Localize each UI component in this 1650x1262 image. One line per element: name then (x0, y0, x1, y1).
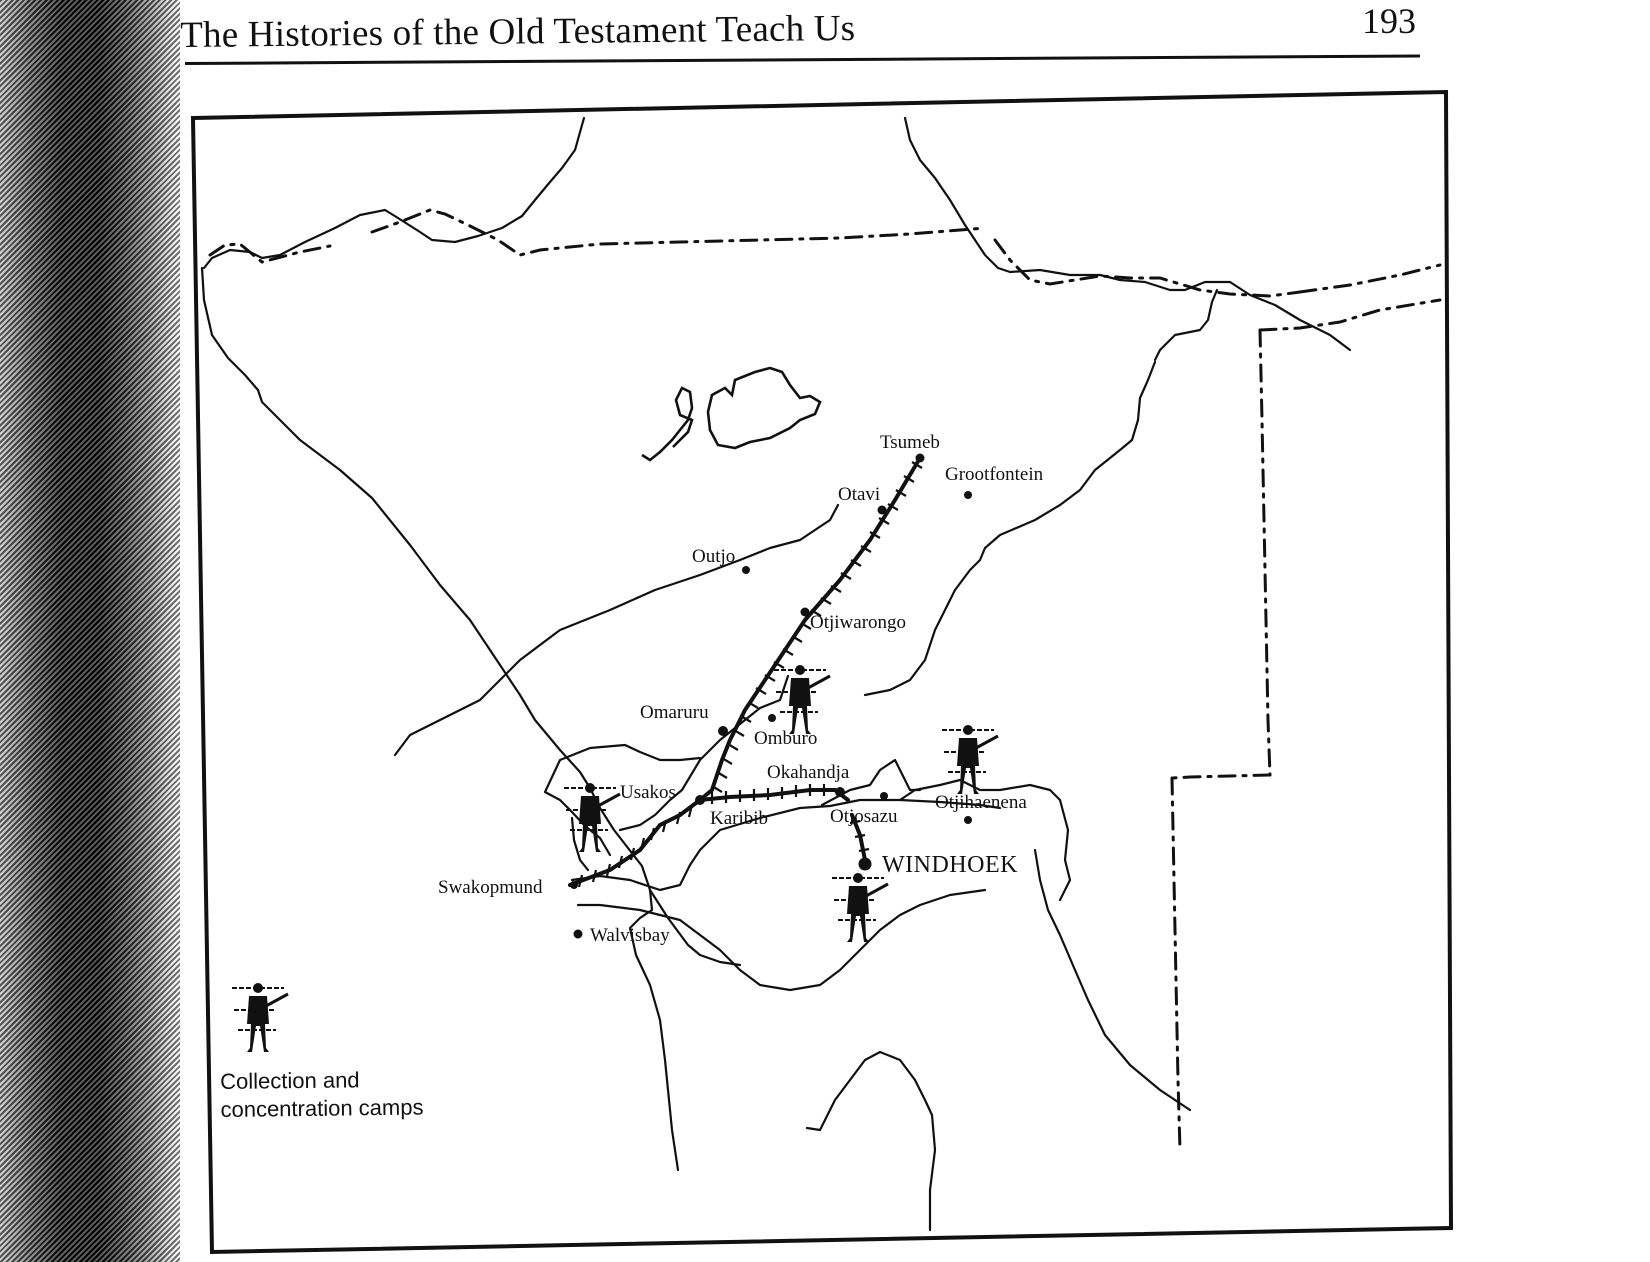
border-east-lower (1170, 776, 1182, 1152)
label-otjosazu: Otjosazu (830, 806, 898, 827)
river-kuiseb (576, 888, 987, 992)
label-omaruru: Omaruru (640, 702, 709, 723)
coastline (202, 208, 524, 270)
label-usakos: Usakos (620, 782, 676, 803)
label-walvisbay: Walvisbay (590, 925, 670, 946)
dot-windhoek (858, 857, 872, 871)
border-north-angola-3 (993, 238, 1302, 298)
river-east-branch (1153, 288, 1219, 362)
border-north-angola-1 (208, 242, 332, 264)
border-caprivi-south (1258, 298, 1442, 332)
river-kunene (520, 116, 586, 218)
label-windhoek: WINDHOEK (882, 852, 1018, 878)
coast-skeleton (200, 266, 652, 892)
river-fish (805, 1050, 937, 1232)
label-swakopmund: Swakopmund (438, 877, 543, 898)
map-legend: Collection and concentration camps (220, 1066, 424, 1124)
label-outjo: Outjo (692, 546, 735, 567)
river-otjihaenena (898, 778, 1072, 902)
dot-karibib (695, 795, 705, 805)
river-karibib-south (570, 798, 1002, 892)
coast-south (628, 888, 680, 1172)
label-tsumeb: Tsumeb (880, 432, 940, 453)
label-otavi: Otavi (838, 484, 880, 505)
etosha-pan (706, 366, 822, 450)
walvis-spit (648, 888, 742, 967)
railway-coast (568, 798, 702, 887)
dot-otjosazu (880, 792, 888, 800)
river-north-east (863, 360, 1157, 697)
legend-line-2: concentration camps (220, 1094, 424, 1122)
legend-fenced-prisoner-icon (230, 981, 290, 1054)
dot-tsumeb (915, 453, 925, 463)
legend-line-1: Collection and (220, 1067, 360, 1094)
dot-otavi (877, 505, 887, 515)
label-otjihaenena: Otjihaenena (935, 792, 1027, 813)
page-number: 193 (1362, 1, 1416, 41)
dot-swakopmund (570, 881, 578, 889)
etosha-pan-west (641, 386, 694, 462)
label-grootfontein: Grootfontein (945, 464, 1044, 485)
dot-walvisbay (573, 929, 583, 939)
dot-grootfontein (964, 491, 972, 499)
dot-otjiwarongo (800, 607, 810, 617)
river-omaruru (618, 674, 790, 832)
border-caprivi-north (1298, 263, 1442, 294)
river-east-kalahari (1033, 848, 1192, 1112)
fenced-prisoner-icon (940, 723, 1000, 796)
fenced-prisoner-icon (772, 663, 832, 736)
dot-omburo (768, 714, 776, 722)
border-east-upper (1258, 328, 1272, 777)
dot-otjihaenena (964, 816, 972, 824)
river-outjo (393, 503, 840, 757)
map-frame (190, 89, 1454, 1255)
dot-outjo (742, 566, 750, 574)
book-binding-shadow (0, 0, 180, 1262)
label-karibib: Karibib (710, 808, 768, 829)
border-north-angola-2 (370, 208, 987, 257)
border-east-step (1170, 773, 1272, 780)
river-okahandja (820, 758, 922, 807)
dot-omaruru (718, 726, 728, 736)
label-otjiwarongo: Otjiwarongo (810, 612, 906, 633)
label-omburo: Omburo (754, 728, 817, 749)
river-okavango-north (903, 116, 1352, 352)
railway-ticks (577, 461, 923, 888)
dot-okahandja (835, 787, 845, 797)
label-okahandja: Okahandja (767, 762, 850, 783)
